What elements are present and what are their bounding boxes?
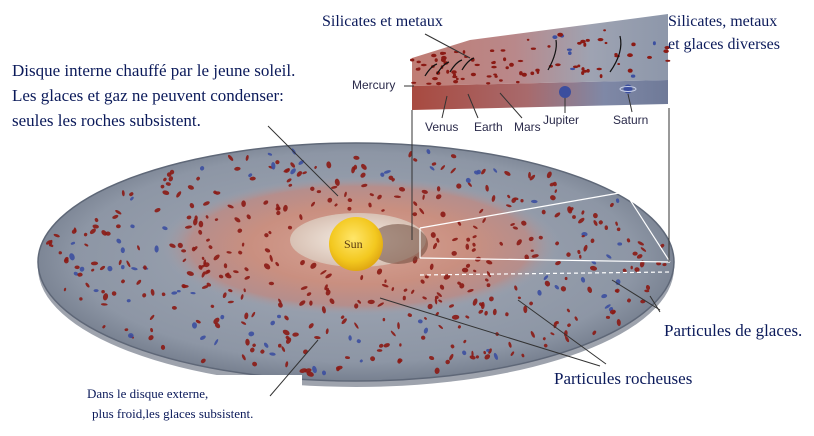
rock-particle — [516, 81, 520, 83]
inner-disk-label-3: seules les roches subsistent. — [12, 111, 201, 130]
rock-particle — [411, 82, 416, 84]
rock-particle — [440, 52, 445, 55]
rock-particle — [597, 68, 602, 71]
particules-glaces-label: Particules de glaces. — [664, 321, 802, 340]
rock-particle — [537, 70, 540, 74]
slice-top — [412, 14, 668, 86]
planet-label-earth: Earth — [474, 120, 503, 134]
rock-particle — [527, 39, 530, 41]
rock-particle — [547, 45, 550, 48]
rock-particle — [453, 80, 458, 83]
rock-particle — [565, 277, 568, 280]
rock-particle — [573, 66, 578, 69]
rock-particle — [491, 61, 495, 64]
rock-particle — [418, 67, 421, 70]
rock-particle — [241, 200, 246, 207]
silicates-glaces-label-1: Silicates, metaux — [668, 13, 777, 30]
ice-particle — [128, 333, 134, 338]
rock-particle — [417, 61, 421, 64]
rock-particle — [436, 82, 441, 85]
saturn-planet — [624, 85, 633, 94]
rock-particle — [617, 63, 620, 65]
ice-particle — [653, 41, 656, 45]
ice-particle — [570, 68, 575, 70]
rock-particle — [503, 57, 506, 61]
rock-particle — [519, 71, 523, 75]
rock-particle — [432, 77, 438, 80]
rock-particle — [441, 58, 446, 62]
rock-particle — [490, 49, 494, 52]
rock-particle — [446, 70, 449, 74]
rock-particle — [501, 49, 506, 51]
rock-particle — [451, 70, 456, 74]
inner-disk-label-2: Les glaces et gaz ne peuvent condenser: — [12, 86, 284, 105]
rock-particle — [431, 54, 436, 58]
inner-disk-label-1: Disque interne chauffé par le jeune sole… — [12, 61, 295, 80]
planet-label-venus: Venus — [425, 120, 458, 134]
rock-particle — [463, 50, 466, 54]
rock-particle — [518, 60, 524, 62]
rock-particle — [456, 78, 459, 80]
rock-particle — [487, 75, 492, 77]
planet-label-mars: Mars — [514, 120, 541, 134]
rock-particle — [494, 75, 497, 78]
rock-particle — [435, 58, 438, 62]
rock-particle — [461, 78, 465, 80]
particules-rocheuses-label: Particules rocheuses — [554, 369, 692, 388]
rock-particle — [598, 38, 604, 41]
rock-particle — [557, 33, 563, 37]
rock-particle — [452, 76, 457, 78]
rock-particle — [600, 74, 603, 78]
planet-label-jupiter: Jupiter — [543, 113, 579, 127]
rock-particle — [491, 66, 496, 69]
ice-particle — [552, 35, 557, 39]
rock-particle — [583, 70, 588, 73]
rock-particle — [628, 69, 633, 73]
rock-particle — [627, 53, 633, 57]
outer-disk-label-2: plus froid,les glaces subsistent. — [92, 406, 253, 421]
planet-label-mercury: Mercury — [352, 78, 395, 92]
silicates-metaux-label: Silicates et metaux — [322, 13, 443, 30]
jupiter-planet — [559, 86, 571, 98]
rock-particle — [530, 72, 534, 76]
rock-particle — [555, 63, 561, 66]
rock-particle — [421, 64, 427, 67]
ice-particle — [155, 245, 159, 252]
rock-particle — [665, 60, 670, 62]
rock-particle — [426, 83, 431, 85]
rock-particle — [520, 199, 523, 202]
sun-label: Sun — [344, 237, 363, 251]
silicates-glaces-label-2: et glaces diverses — [668, 36, 780, 53]
rock-particle — [486, 82, 490, 84]
rock-particle — [499, 79, 503, 81]
slice-inset — [404, 10, 670, 118]
planet-label-saturn: Saturn — [613, 113, 648, 127]
rock-particle — [437, 186, 440, 191]
rock-particle — [586, 39, 590, 42]
rock-particle — [583, 43, 586, 47]
rock-particle — [475, 64, 480, 66]
rock-particle — [506, 66, 509, 69]
ice-particle — [631, 75, 635, 78]
rock-particle — [410, 59, 414, 62]
rock-particle — [377, 349, 383, 352]
rock-particle — [509, 63, 514, 67]
rock-particle — [631, 43, 635, 47]
rock-particle — [605, 42, 608, 44]
rock-particle — [647, 56, 652, 59]
rock-particle — [603, 29, 606, 31]
ice-particle — [567, 49, 572, 51]
rock-particle — [531, 48, 536, 50]
rock-particle — [471, 73, 476, 76]
rock-particle — [493, 74, 497, 76]
rock-particle — [631, 266, 633, 270]
outer-disk-label-1: Dans le disque externe, — [87, 386, 208, 401]
ice-particle — [568, 51, 572, 55]
rock-particle — [614, 53, 617, 56]
ice-particle — [94, 289, 99, 292]
